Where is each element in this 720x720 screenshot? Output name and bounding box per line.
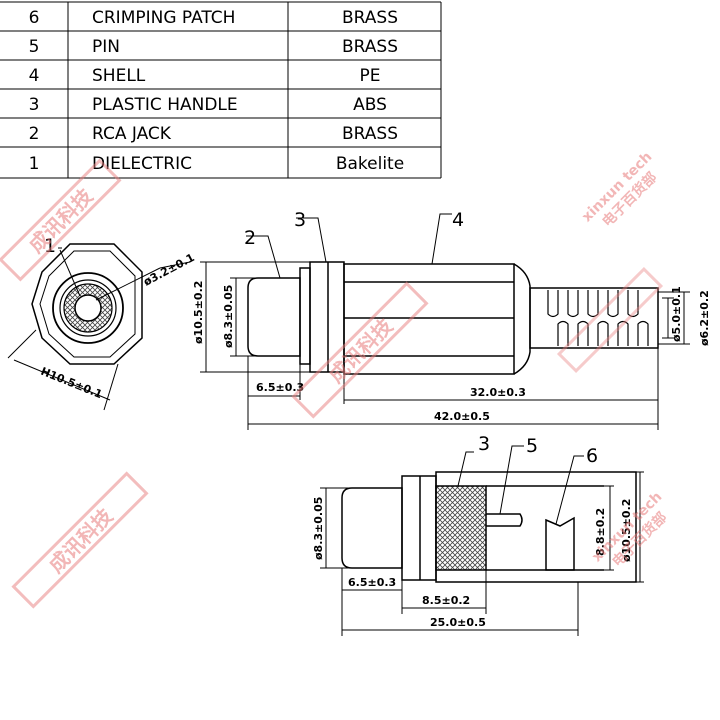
strain-relief [529,287,659,349]
dim-outer-dia: ø10.5±0.2 [192,281,205,344]
bom-row: 2 RCA JACK BRASS [29,124,398,144]
rca-jack-body [247,277,301,357]
dim-section-jack-dia: ø8.3±0.05 [312,497,325,560]
dim-cable-inner: ø5.0±0.1 [670,286,683,342]
hex-outline [31,243,143,365]
bom-part-name: PLASTIC HANDLE [92,95,238,115]
watermark-brand: 成讯科技 [44,503,118,577]
section-view [320,445,644,636]
callout-shell: 4 [452,209,464,231]
bom-part-name: SHELL [92,66,146,86]
bom-material: Bakelite [336,154,404,174]
bom-item-number: 6 [29,8,40,28]
bom-part-name: PIN [92,37,120,57]
section-crimp [545,516,575,571]
bom-material: BRASS [342,8,398,28]
callout-handle: 3 [294,209,306,231]
bom-material: BRASS [342,37,398,57]
section-handle-hatch [435,485,487,571]
dim-cable-outer: ø6.2±0.2 [698,290,711,346]
bom-item-number: 1 [29,154,40,174]
callout-section-handle: 3 [478,433,490,455]
bom-part-name: RCA JACK [92,124,172,144]
dim-shell-length: 32.0±0.3 [470,386,526,399]
bom-item-number: 3 [29,95,40,115]
bom-row: 6 CRIMPING PATCH BRASS [29,8,398,28]
dim-pin-dia: ø3.2±0.1 [141,251,196,289]
dim-tip-length: 6.5±0.3 [256,381,304,394]
dim-section-total-length: 25.0±0.5 [430,616,486,629]
watermark-brand: 成讯科技 [324,313,398,387]
handle-collar [299,267,311,365]
bom-part-name: CRIMPING PATCH [92,8,235,28]
dim-section-handle-length: 8.5±0.2 [422,594,470,607]
callout-section-pin: 5 [526,435,538,457]
bom-item-number: 4 [29,66,40,86]
front-view [7,243,191,411]
bom-part-name: DIELECTRIC [92,154,192,174]
bom-material: BRASS [342,124,398,144]
side-view [200,213,690,430]
bom-item-number: 5 [29,37,40,57]
shell-body [343,263,515,375]
bom-row: 4 SHELL PE [29,66,381,86]
dim-section-inner-dia: 8.8±0.2 [594,508,607,556]
watermark [556,266,664,374]
bom-item-number: 2 [29,124,40,144]
dim-section-outer-dia: ø10.5±0.2 [620,499,633,562]
watermark: 成讯科技 [291,281,429,419]
center-pin [74,294,102,322]
bom-row: 5 PIN BRASS [29,37,398,57]
bom-material: PE [360,66,381,86]
bom-material: ABS [353,95,387,115]
watermark: 成讯科技 [11,471,149,609]
bom-row: 1 DIELECTRIC Bakelite [29,154,405,174]
dim-section-tip-length: 6.5±0.3 [348,576,396,589]
section-jack-tip [341,487,403,569]
dim-jack-dia: ø8.3±0.05 [222,285,235,348]
bom-table [0,1,442,179]
bom-row: 3 PLASTIC HANDLE ABS [29,95,387,115]
dim-hex: H10.5±0.1 [39,365,104,401]
shell-ring [52,272,124,344]
watermark: xinxun tech 电子百货部 [579,149,660,230]
section-pin [486,513,523,527]
callout-section-crimp: 6 [586,445,598,467]
watermark-brand: 成讯科技 [24,183,98,257]
callout-rca-jack: 2 [244,227,256,249]
dim-total-length: 42.0±0.5 [434,410,490,423]
